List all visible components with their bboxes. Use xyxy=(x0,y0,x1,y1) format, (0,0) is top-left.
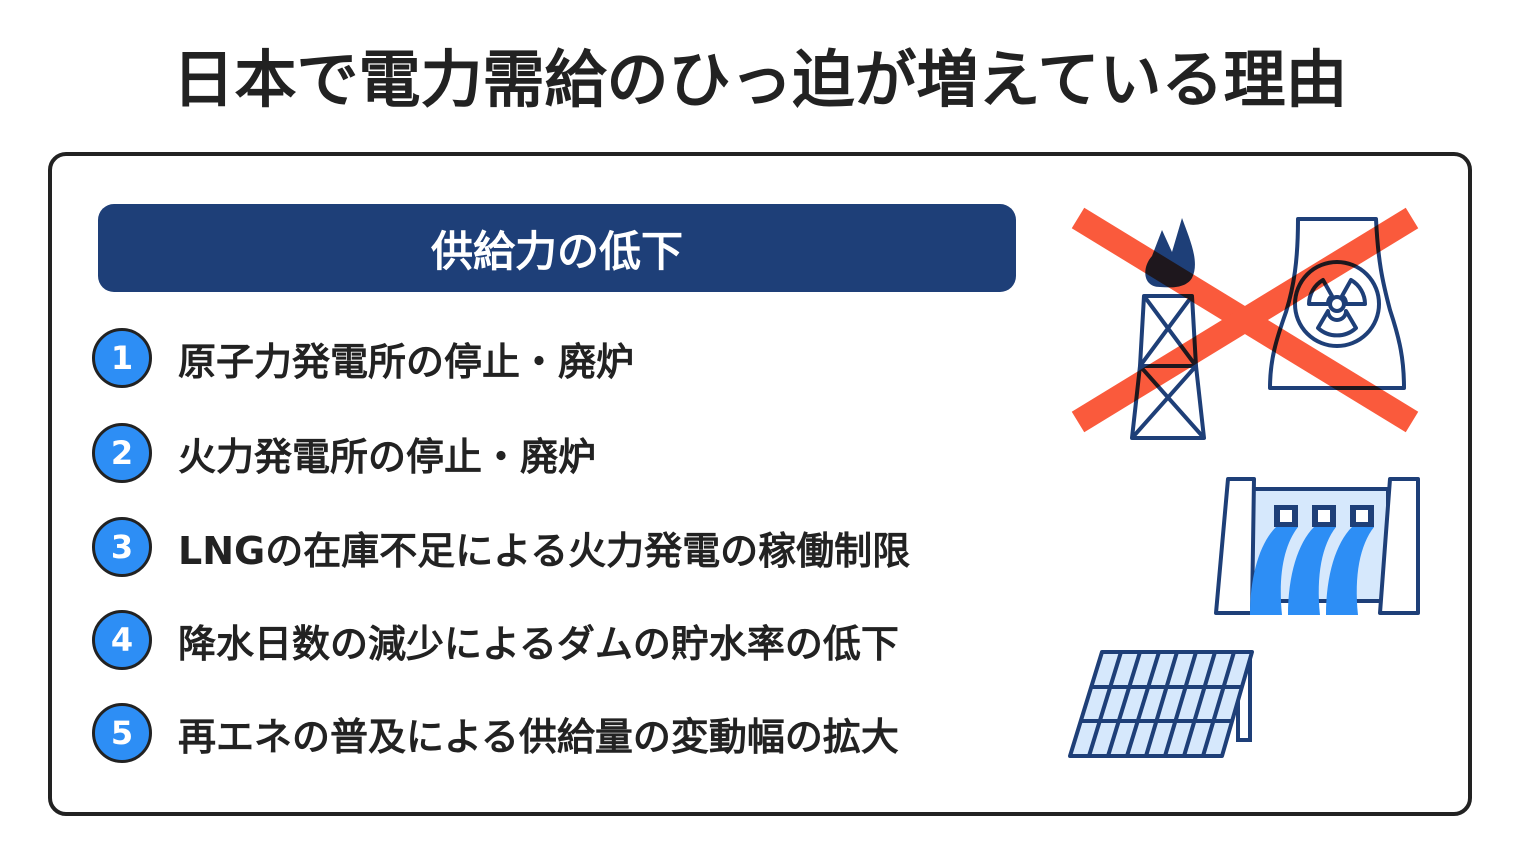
list-item-text: LNGの在庫不足による火力発電の稼働制限 xyxy=(178,528,911,573)
list-item: 2 火力発電所の停止・廃炉 xyxy=(92,423,596,483)
number-badge: 4 xyxy=(92,610,152,670)
section-banner: 供給力の低下 xyxy=(98,204,1016,292)
banner-label: 供給力の低下 xyxy=(430,226,683,276)
list-item-text: 降水日数の減少によるダムの貯水率の低下 xyxy=(178,621,899,666)
list-item-text: 再エネの普及による供給量の変動幅の拡大 xyxy=(178,714,899,759)
list-item: 4 降水日数の減少によるダムの貯水率の低下 xyxy=(92,610,899,670)
list-item: 1 原子力発電所の停止・廃炉 xyxy=(92,328,634,388)
list-item-text: 原子力発電所の停止・廃炉 xyxy=(178,339,635,384)
page-title: 日本で電力需給のひっ迫が増えている理由 xyxy=(172,43,1348,116)
list-item: 5 再エネの普及による供給量の変動幅の拡大 xyxy=(92,703,899,763)
red-x-icon xyxy=(1071,207,1419,433)
number-badge: 2 xyxy=(92,423,152,483)
hydro-dam-icon xyxy=(1214,477,1420,615)
list-item: 3 LNGの在庫不足による火力発電の稼働制限 xyxy=(92,517,910,577)
solar-panel-icon xyxy=(1068,650,1254,758)
list-item-text: 火力発電所の停止・廃炉 xyxy=(178,434,597,479)
number-badge: 3 xyxy=(92,517,152,577)
number-badge: 1 xyxy=(92,328,152,388)
number-badge: 5 xyxy=(92,703,152,763)
power-plants-crossed-illustration xyxy=(1071,207,1419,440)
